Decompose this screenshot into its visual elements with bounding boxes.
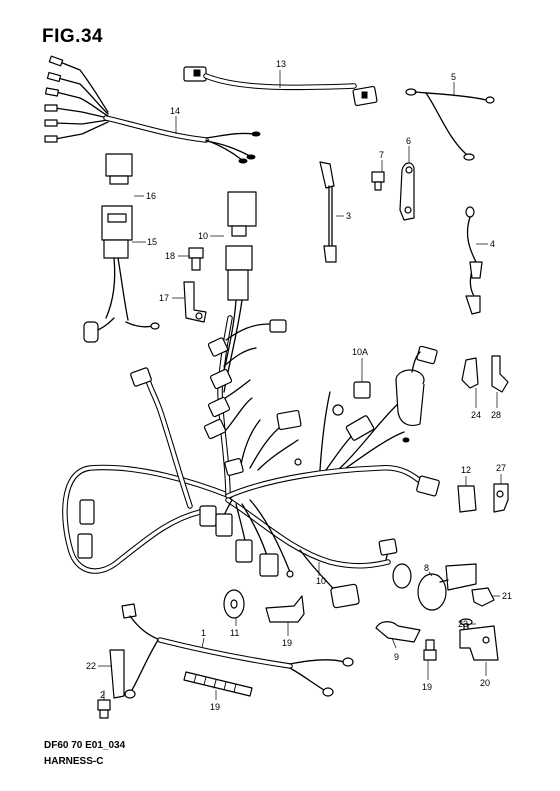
- part-label: 6: [406, 136, 411, 146]
- part-label: 4: [490, 239, 495, 249]
- connector-icon: [353, 381, 371, 399]
- clip-icon: [471, 587, 495, 607]
- part-label: 16: [146, 191, 156, 201]
- part-label: 19: [210, 702, 220, 712]
- part-label: 24: [471, 410, 481, 420]
- figure-title: FIG.34: [42, 26, 104, 47]
- cap-icon: [227, 191, 257, 237]
- part-labels: 13 14 5 6 7 3 4 16 15 10 18 17 10A 24 28…: [86, 59, 512, 712]
- clip-icon: [493, 483, 509, 513]
- tube-icon: [183, 671, 253, 697]
- fuse-holder-icon: [417, 563, 477, 611]
- part-label: 9: [394, 652, 399, 662]
- cushion-icon: [457, 485, 477, 513]
- bracket-icon: [265, 595, 305, 623]
- harness-lead-icon: [121, 603, 354, 699]
- part-label: 27: [496, 463, 506, 473]
- bolt-icon: [371, 171, 385, 191]
- figure-code: DF60 70 E01_034: [44, 740, 126, 751]
- lead-wire-icon: [405, 88, 495, 161]
- harness-lead-icon: [83, 205, 160, 343]
- figure-name: HARNESS-C: [44, 756, 104, 767]
- lead-wire-icon: [319, 161, 337, 263]
- harness-lead-icon: [183, 66, 378, 107]
- bolt-icon: [423, 639, 437, 661]
- part-label: 15: [147, 237, 157, 247]
- bracket-icon: [459, 625, 499, 661]
- harness-lead-icon: [44, 55, 261, 164]
- part-label: 13: [276, 59, 286, 69]
- clamp-icon: [399, 162, 415, 221]
- connector-icon: [219, 245, 253, 393]
- part-label: 20: [480, 678, 490, 688]
- part-label: 22: [86, 661, 96, 671]
- part-label: 12: [461, 465, 471, 475]
- part-label: 3: [346, 211, 351, 221]
- part-label: 21: [502, 591, 512, 601]
- clamp-icon: [375, 621, 421, 643]
- clip-icon: [491, 355, 509, 393]
- cap-icon: [105, 153, 133, 185]
- part-label: 28: [491, 410, 501, 420]
- part-label: 17: [159, 293, 169, 303]
- part-label: 23: [458, 619, 468, 629]
- main-harness-icon: [62, 315, 440, 609]
- clip-icon: [461, 357, 479, 389]
- leader-lines: [98, 70, 502, 700]
- grommet-icon: [223, 589, 245, 619]
- part-label: 2: [100, 690, 105, 700]
- part-label: 14: [170, 106, 180, 116]
- part-label: 11: [230, 628, 239, 638]
- ground-lead-icon: [465, 206, 483, 315]
- part-label: 10: [316, 576, 326, 586]
- part-label: 10A: [352, 347, 368, 357]
- part-label: 19: [282, 638, 292, 648]
- clamp-icon: [183, 281, 207, 323]
- part-label: 7: [379, 150, 384, 160]
- bolt-icon: [97, 699, 111, 719]
- bolt-icon: [188, 247, 204, 271]
- part-label: 5: [451, 72, 456, 82]
- part-label: 10: [198, 231, 208, 241]
- part-label: 18: [165, 251, 175, 261]
- part-label: 1: [201, 628, 206, 638]
- part-label: 19: [422, 682, 432, 692]
- clamp-icon: [109, 649, 125, 699]
- part-label: 8: [424, 563, 429, 573]
